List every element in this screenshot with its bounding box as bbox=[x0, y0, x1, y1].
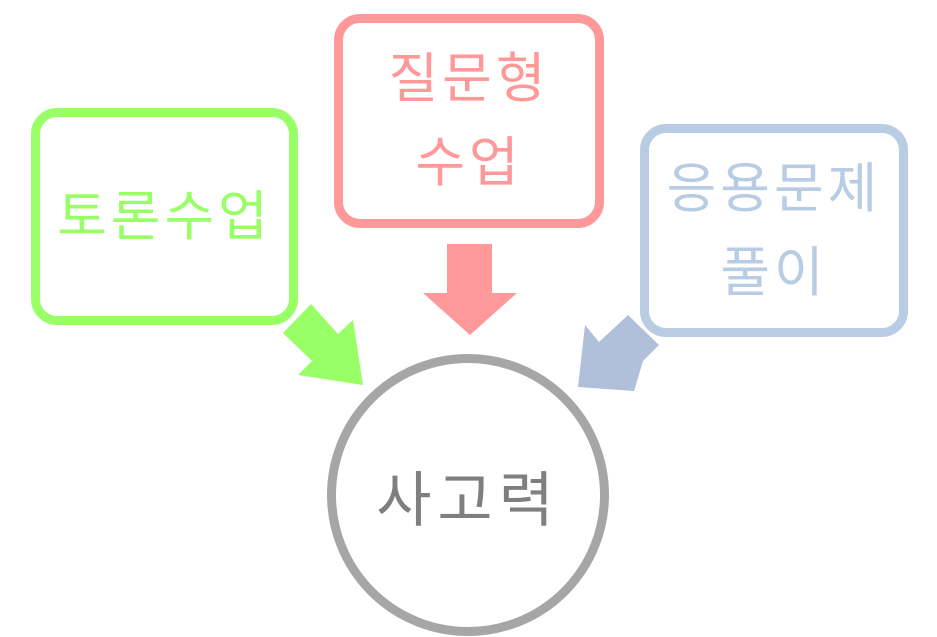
arrow-applied-to-target bbox=[578, 315, 659, 391]
target-circle: 사고력 bbox=[327, 354, 609, 636]
box-applied: 응용문제 풀이 bbox=[640, 124, 908, 337]
box-discussion-line-1: 토론수업 bbox=[57, 184, 272, 248]
box-applied-line-2: 풀이 bbox=[720, 240, 828, 304]
arrow-discussion-to-target bbox=[283, 304, 363, 385]
box-question: 질문형 수업 bbox=[334, 14, 604, 228]
box-applied-line-1: 응용문제 bbox=[666, 156, 882, 220]
box-discussion: 토론수업 bbox=[31, 108, 298, 325]
target-label: 사고력 bbox=[376, 465, 560, 536]
arrow-question-to-target bbox=[423, 244, 517, 335]
box-question-line-2: 수업 bbox=[415, 131, 523, 194]
box-question-line-1: 질문형 bbox=[388, 47, 550, 111]
